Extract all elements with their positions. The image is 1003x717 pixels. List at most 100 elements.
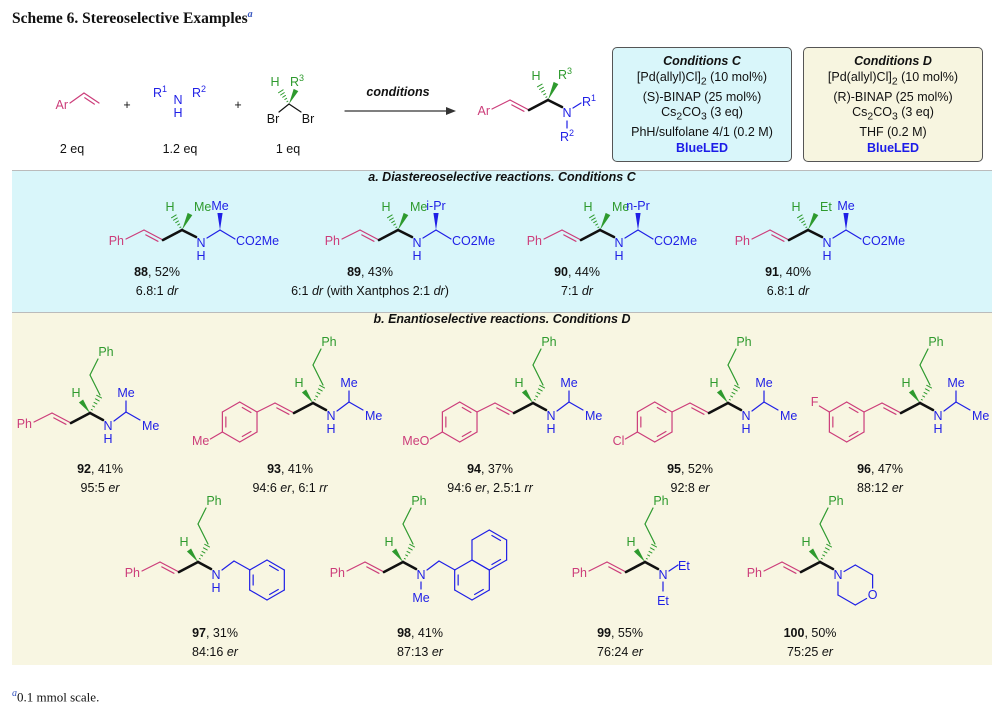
- wedge-bond: [716, 389, 728, 403]
- compound-yield: , 37%: [481, 462, 513, 476]
- methyl-label: Me: [560, 376, 577, 390]
- selectivity: 92:8 er: [671, 481, 711, 495]
- hashed-bond: [645, 557, 648, 560]
- benzyl-ring: [249, 589, 268, 601]
- selectivity-part: er: [632, 645, 644, 659]
- double-bond: [145, 234, 159, 242]
- double-bond: [364, 561, 385, 573]
- double-bond: [496, 407, 510, 415]
- bond: [209, 431, 223, 440]
- hashed-bond: [824, 547, 830, 551]
- wedge-bond: [391, 548, 403, 562]
- hashed-bond: [535, 395, 539, 398]
- r3-substituent-label: Me: [410, 200, 427, 214]
- naphthalene-ring: [491, 558, 502, 566]
- selectivity: 6.8:1 dr: [136, 284, 179, 298]
- compound-yield: , 55%: [611, 626, 643, 640]
- compound-number: 92: [77, 462, 91, 476]
- scheme-title-text: Scheme 6. Stereoselective Examples: [12, 10, 248, 28]
- bond: [832, 229, 847, 239]
- ester-label: CO2Me: [654, 234, 697, 248]
- conditions-c-box: Conditions C [Pd(allyl)Cl]2 (10 mol%) (S…: [612, 47, 792, 162]
- r1-label: R1: [582, 93, 596, 109]
- hydrogen-label: H: [709, 376, 718, 390]
- hashed-bond: [593, 220, 597, 224]
- compound-number: 98: [397, 626, 411, 640]
- bond: [624, 431, 638, 440]
- double-bond: [494, 402, 515, 414]
- aryl-ring: [239, 431, 258, 443]
- bond: [422, 229, 437, 239]
- conditions-line: THF (0.2 M): [859, 125, 927, 139]
- bond: [572, 102, 582, 109]
- compound-number: 100: [784, 626, 805, 640]
- aryl-ring: [459, 401, 478, 413]
- arrow-head-icon: [446, 107, 456, 115]
- selectivity-part: 75:25: [787, 645, 822, 659]
- bond: [863, 402, 883, 413]
- hydrogen-label: H: [901, 376, 910, 390]
- bond: [89, 358, 99, 376]
- aryl-label: Ph: [747, 566, 762, 580]
- wedge-bond: [217, 213, 223, 230]
- hydrogen-label: H: [514, 376, 523, 390]
- conditions-d-box: Conditions D [Pd(allyl)Cl]2 (10 mol%) (R…: [803, 47, 983, 162]
- aryl-ring: [654, 431, 673, 443]
- bond: [787, 228, 810, 242]
- nitrogen-label: N: [416, 568, 425, 582]
- double-bond: [274, 402, 295, 414]
- methyl-label: Me: [365, 409, 382, 423]
- hydrogen-label: H: [626, 535, 635, 549]
- hydrogen-label: H: [165, 200, 174, 214]
- hashed-bond: [805, 226, 808, 229]
- compound-yield: , 52%: [148, 265, 180, 279]
- morpholine-ring: [854, 564, 874, 576]
- naphthalene-ring: [473, 588, 484, 596]
- bond: [348, 401, 364, 411]
- wedge-bond: [548, 81, 559, 100]
- bond: [943, 401, 957, 412]
- nh-hydrogen-label: H: [196, 249, 205, 263]
- bond: [125, 229, 145, 240]
- hashed-bond: [823, 550, 828, 554]
- double-bond: [771, 234, 785, 242]
- bond: [125, 411, 141, 421]
- compound-label: 98, 41%: [397, 626, 443, 640]
- bond: [197, 523, 209, 545]
- bond: [341, 229, 361, 240]
- bond: [644, 523, 656, 545]
- aryl-ring: [241, 430, 252, 438]
- nitrogen-label: N: [196, 236, 205, 250]
- double-bond: [881, 402, 902, 414]
- bond: [180, 228, 198, 239]
- wedge-bond: [301, 389, 313, 403]
- hashed-bond: [923, 391, 928, 395]
- selectivity-part: , 6:1: [291, 481, 319, 495]
- bond: [568, 401, 584, 411]
- bond: [727, 348, 737, 366]
- methyl-label: Me: [972, 409, 989, 423]
- double-bond: [561, 229, 582, 241]
- bond: [899, 401, 922, 415]
- aryl-substituent-label: MeO: [402, 434, 429, 448]
- bond: [256, 402, 276, 413]
- nitrogen-label: N: [412, 236, 421, 250]
- hashed-bond: [177, 223, 181, 226]
- compound-yield: , 41%: [411, 626, 443, 640]
- methyl-label: Me: [947, 376, 964, 390]
- selectivity-part: dr: [167, 284, 179, 298]
- footnote-mark: a: [12, 688, 17, 699]
- double-bond: [84, 97, 95, 105]
- aryl-ring: [636, 431, 656, 443]
- nh-hydrogen-label: H: [103, 432, 112, 446]
- bond: [88, 411, 105, 422]
- hashed-bond: [734, 384, 740, 389]
- conditions-line: [Pd(allyl)Cl]2 (10 mol%): [827, 69, 959, 88]
- section-a-diastereoselective: a. Diastereoselective reactions. Conditi…: [12, 170, 992, 313]
- plus-sign: +: [234, 98, 241, 112]
- aryl-ring: [848, 430, 859, 438]
- hashed-bond: [386, 214, 393, 219]
- nitrogen-label: N: [211, 568, 220, 582]
- section-a-heading: a. Diastereoselective reactions. Conditi…: [368, 170, 636, 184]
